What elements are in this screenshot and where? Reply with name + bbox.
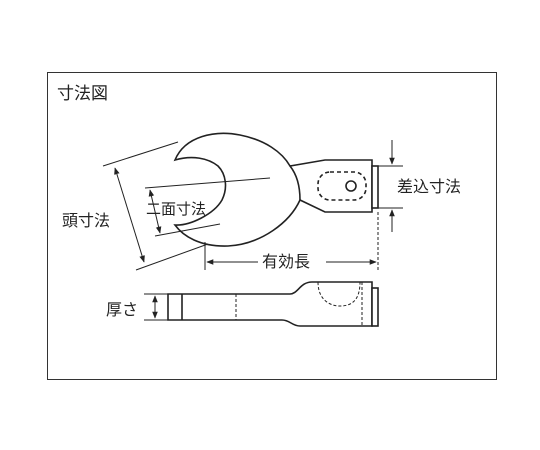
- across-flats-dimension: [144, 177, 271, 237]
- insert-size-label: 差込寸法: [397, 177, 461, 196]
- diagram-frame: [47, 72, 497, 380]
- head-size-label: 頭寸法: [62, 211, 110, 230]
- wrench-head-top-view: [173, 132, 379, 247]
- head-size-dimension: [102, 141, 209, 271]
- insert-size-dimension: [378, 140, 403, 232]
- diagram-title: 寸法図: [57, 84, 108, 104]
- effective-length-label: 有効長: [262, 252, 310, 271]
- thickness-dimension: [144, 293, 168, 321]
- wrench-side-view: [167, 281, 379, 327]
- across-flats-label: 二面寸法: [146, 200, 206, 218]
- thickness-label: 厚さ: [106, 300, 138, 319]
- effective-length-dimension: [204, 212, 379, 270]
